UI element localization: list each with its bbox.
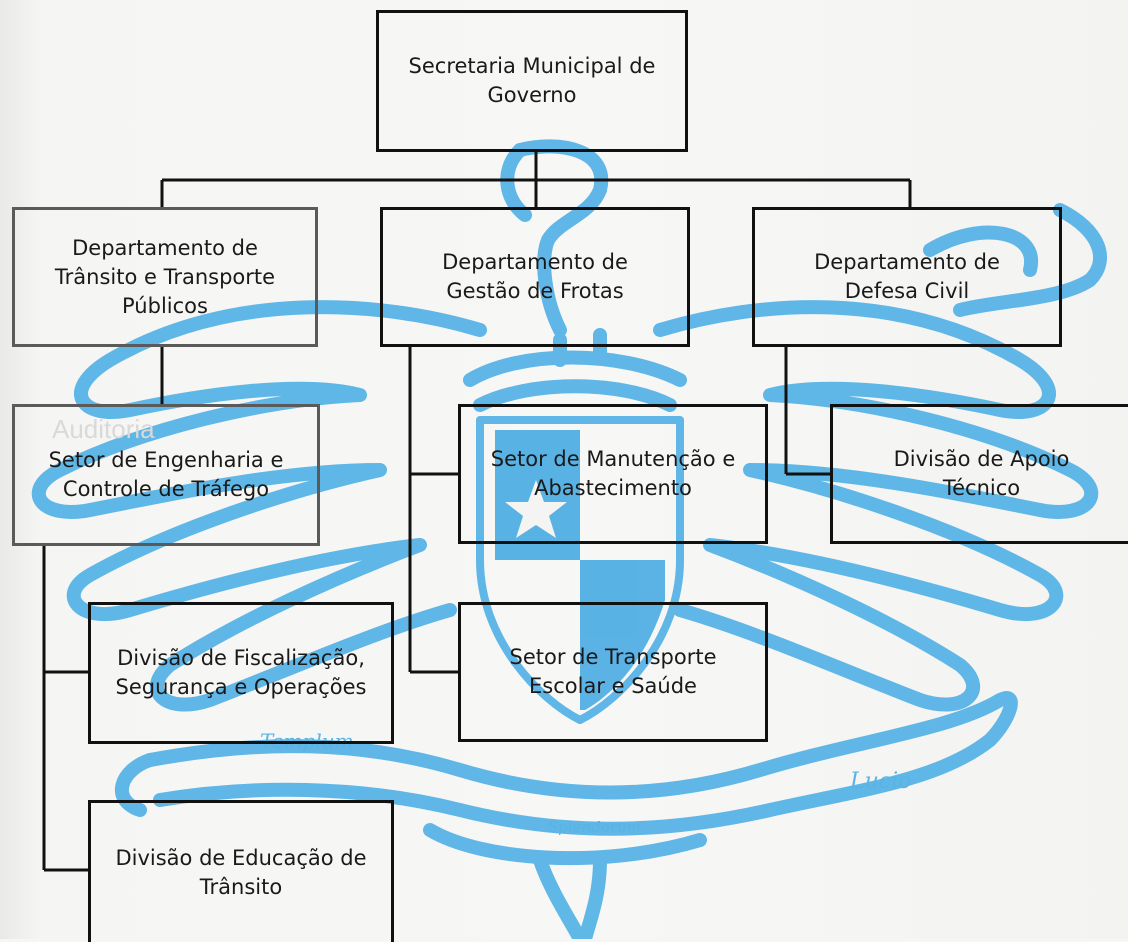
box-label: Divisão de Educação de Trânsito — [115, 845, 367, 899]
banner-icon — [143, 691, 1018, 836]
crown-icon — [463, 350, 687, 412]
box-label: Setor de Transporte Escolar e Saúde — [509, 645, 717, 698]
tail-icon — [533, 853, 607, 939]
box-label: Secretaria Municipal de Governo — [408, 54, 656, 107]
box-setor-engenharia: Setor de Engenharia e Controle de Tráfeg… — [12, 404, 320, 546]
box-secretaria-governo: Secretaria Municipal de Governo — [376, 10, 688, 152]
box-label: Departamento de Defesa Civil — [814, 250, 1000, 303]
box-label: Departamento de Gestão de Frotas — [442, 250, 628, 303]
box-label: Divisão de Apoio Técnico — [893, 447, 1070, 500]
faded-background-text: Auditoria — [52, 414, 155, 444]
box-label: Setor de Manutenção e Abastecimento — [490, 447, 736, 500]
box-divisao-educacao: Divisão de Educação de Trânsito — [88, 800, 394, 942]
box-divisao-fiscalizacao: Divisão de Fiscalização, Segurança e Ope… — [88, 602, 394, 744]
shield-outline-icon — [476, 416, 684, 724]
banner-text-bottom: Splendorum — [548, 818, 641, 836]
box-setor-manutencao: Setor de Manutenção e Abastecimento — [458, 404, 768, 544]
box-departamento-frotas: Departamento de Gestão de Frotas — [380, 207, 690, 347]
box-label: Departamento de Trânsito e Transporte Pú… — [54, 235, 276, 318]
box-divisao-apoio-tecnico: Divisão de Apoio Técnico — [830, 404, 1128, 544]
box-departamento-defesa-civil: Departamento de Defesa Civil — [752, 207, 1062, 347]
banner-text-right: Lucio — [849, 769, 911, 794]
star-icon — [505, 480, 567, 538]
box-label: Divisão de Fiscalização, Segurança e Ope… — [115, 646, 367, 699]
right-wing-icon — [653, 300, 1099, 712]
box-setor-transporte: Setor de Transporte Escolar e Saúde — [458, 602, 768, 742]
shield-fill-icon — [495, 430, 665, 710]
box-label: Setor de Engenharia e Controle de Tráfeg… — [48, 448, 284, 501]
left-wing-icon — [31, 300, 487, 712]
box-departamento-transito: Departamento de Trânsito e Transporte Pú… — [12, 207, 318, 347]
